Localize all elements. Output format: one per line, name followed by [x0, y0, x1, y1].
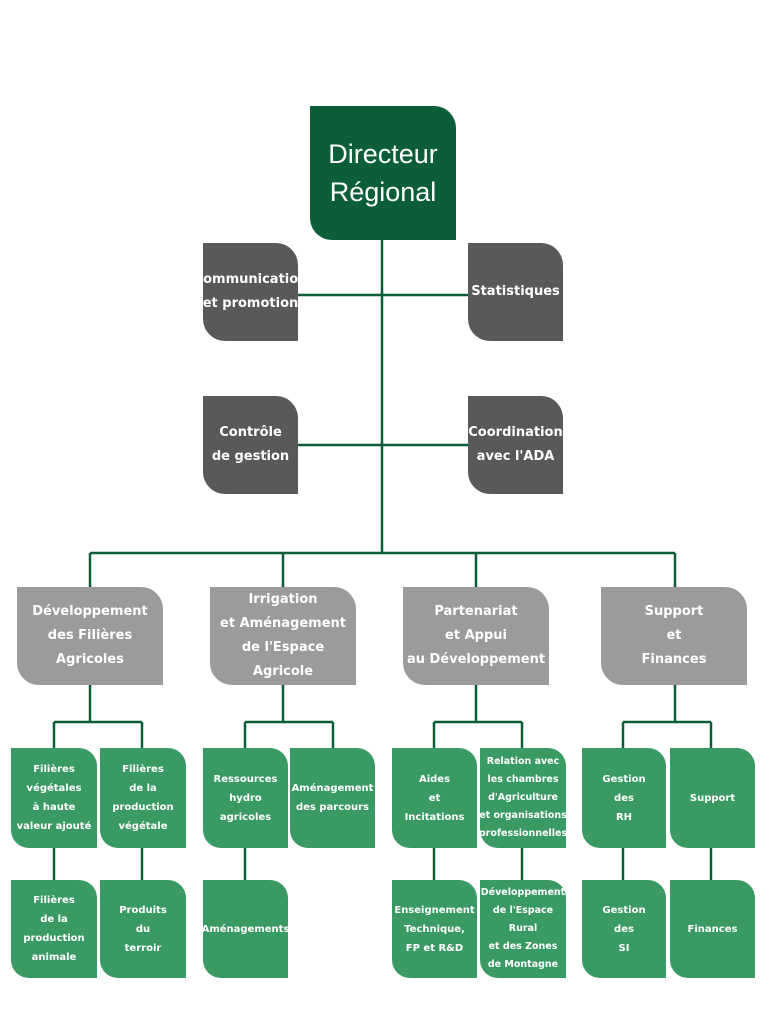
service-box: Filières de la production végétale — [100, 748, 186, 848]
service-box: Aides et Incitations — [392, 748, 477, 848]
director-box: Directeur Régional — [310, 106, 456, 240]
service-box: Relation avec les chambres d'Agriculture… — [479, 748, 567, 848]
service-box: Filières végétales à haute valeur ajouté — [11, 748, 97, 848]
communication-box: Communication et promotion — [194, 243, 307, 341]
service-box: Gestion des RH — [582, 748, 666, 848]
division-box: Partenariat et Appui au Développement — [403, 587, 549, 685]
service-box: Finances — [670, 880, 755, 978]
service-box: Ressources hydro agricoles — [203, 748, 288, 848]
service-box: Aménagements — [202, 880, 289, 978]
coordination-box: Coordination avec l'ADA — [468, 396, 563, 494]
service-box: Aménagement des parcours — [290, 748, 375, 848]
control-box: Contrôle de gestion — [203, 396, 298, 494]
service-box: Gestion des SI — [582, 880, 666, 978]
service-box: Enseignement Technique, FP et R&D — [392, 880, 477, 978]
service-box: Développement de l'Espace Rural et des Z… — [480, 880, 566, 978]
division-box: Irrigation et Aménagement de l'Espace Ag… — [210, 587, 356, 685]
service-box: Support — [670, 748, 755, 848]
statistics-box: Statistiques — [468, 243, 563, 341]
division-box: Développement des Filières Agricoles — [17, 587, 163, 685]
service-box: Produits du terroir — [100, 880, 186, 978]
service-box: Filières de la production animale — [11, 880, 97, 978]
division-box: Support et Finances — [601, 587, 747, 685]
